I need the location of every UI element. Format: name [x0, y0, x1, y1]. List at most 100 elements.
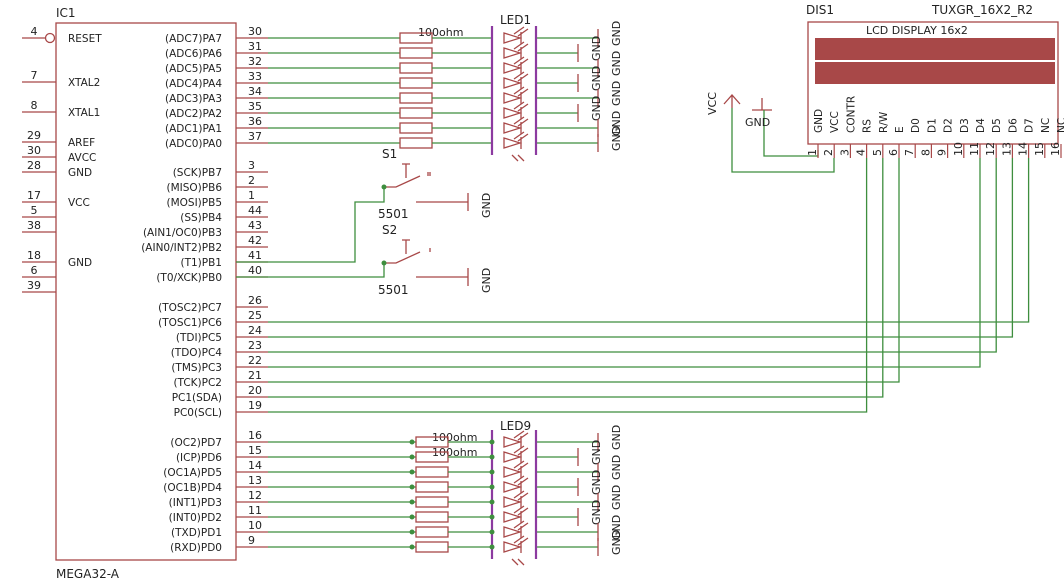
ic1-right-pin-name: (ADC4)PA4 [165, 78, 222, 90]
bottom-led-bank[interactable]: 100ohm 100ohm LED9 GNDGNDGNDGNDGNDGNDGND… [268, 419, 623, 566]
ic1-right-pin-number: 16 [248, 429, 262, 442]
lcd-row-2 [815, 62, 1055, 84]
ic1-left-pin-name: XTAL1 [68, 107, 100, 119]
lcd-part: TUXGR_16X2_R2 [931, 3, 1033, 17]
ic1-right-pin-number: 40 [248, 264, 262, 277]
lcd-pin-name: D4 [975, 118, 987, 133]
ic1-right-pin-number: 33 [248, 70, 262, 83]
lcd-pin-number: 1 [806, 149, 819, 156]
gnd-label: GND [610, 21, 623, 46]
ic1-right-pin-number: 32 [248, 55, 262, 68]
ic1[interactable]: IC1 MEGA32-A 4RESET7XTAL28XTAL129AREF30A… [22, 6, 268, 581]
ic1-left-pin-name: GND [68, 167, 92, 179]
ic1-left-pin-name: AVCC [68, 152, 96, 164]
led-rays [513, 520, 529, 531]
ic1-right-pin-number: 42 [248, 234, 262, 247]
ic1-right-pin-name: (ADC7)PA7 [165, 33, 222, 45]
gnd-label: GND [590, 36, 603, 61]
junction-dot [409, 469, 415, 475]
s2-ref: S2 [382, 223, 397, 237]
ic1-right-pin-name: (AIN0/INT2)PB2 [141, 242, 222, 254]
lcd-pin-name: CONTR [845, 96, 857, 133]
ic1-right-pin-number: 37 [248, 130, 262, 143]
lcd-pin-name: R/W [878, 111, 890, 133]
gnd-label: GND [610, 126, 623, 151]
led-diode [503, 496, 523, 508]
ic1-right-pin-name: (INT0)PD2 [169, 512, 222, 524]
ic1-left-pin: 6 [22, 264, 56, 278]
gnd-label: GND [610, 51, 623, 76]
ic1-right-pin-number: 21 [248, 369, 262, 382]
lcd-display[interactable]: DIS1 TUXGR_16X2_R2 LCD DISPLAY 16x2 GND1… [806, 3, 1064, 158]
resistor [415, 541, 449, 553]
reset-inversion-bubble [44, 32, 56, 44]
lcd-pin-name: D0 [910, 118, 922, 133]
ic1-right-pin-name: (INT1)PD3 [169, 497, 222, 509]
lcd-body [807, 21, 1059, 145]
lcd-pin: R/W 5 [871, 111, 890, 158]
lcd-pin-number: 7 [903, 149, 916, 156]
junction-dot [409, 544, 415, 550]
lcd-bus-wire [268, 158, 868, 413]
lcd-pin-number: 5 [871, 149, 884, 156]
ic1-right-pin-number: 13 [248, 474, 262, 487]
ic1-right-pin: (ADC4)PA4 33 [165, 70, 268, 90]
resistor [415, 526, 449, 538]
ic1-right-pin-name: (ADC5)PA5 [165, 63, 222, 75]
resistor [399, 92, 433, 104]
led-rays [513, 475, 529, 486]
ic1-right-pin-name: (MOSI)PB5 [167, 197, 223, 209]
ic1-right-pin: (TOSC2)PC7 26 [158, 294, 268, 314]
s1-part: 5501 [378, 207, 409, 221]
vcc-label: VCC [706, 92, 719, 115]
ic1-left-pin-number: 38 [27, 219, 41, 232]
switch-s2[interactable]: S2 5501 GND [236, 223, 493, 297]
ic1-right-pin-number: 26 [248, 294, 262, 307]
ic1-right-pin-number: 44 [248, 204, 262, 217]
ic1-right-pin-name: (TOSC2)PC7 [158, 302, 222, 314]
gnd-label: GND [610, 111, 623, 136]
lcd-pin-number: 9 [936, 149, 949, 156]
lcd-row-1 [815, 38, 1055, 60]
bottom-resistor-value-1: 100ohm [432, 431, 477, 444]
ic1-right-pin-name: (ADC0)PA0 [165, 138, 222, 150]
ic1-right-pin-name: (ICP)PD6 [176, 452, 222, 464]
led-emission-icon [511, 558, 525, 566]
lcd-pin-name: GND [813, 109, 825, 133]
ic1-right-pin-number: 25 [248, 309, 262, 322]
led-rays [513, 56, 529, 67]
vcc-symbol: VCC [706, 92, 835, 173]
led-rays [513, 26, 529, 37]
led-diode [503, 122, 523, 134]
gnd-label: GND [590, 66, 603, 91]
led-rays [513, 430, 529, 441]
ic1-right-pin-name: (ADC1)PA1 [165, 123, 222, 135]
ic1-right-pin-name: (TOSC1)PC6 [158, 317, 222, 329]
lcd-bus-wire [268, 158, 900, 383]
led1-ref: LED1 [500, 13, 531, 27]
ic1-right-pin-name: (T0/XCK)PB0 [156, 272, 222, 284]
ic1-right-pin-number: 19 [248, 399, 262, 412]
switch-s1[interactable]: S1 5501 GND [236, 147, 493, 263]
ic1-left-pin-number: 29 [27, 129, 41, 142]
ic1-right-pin-name: (TXD)PD1 [171, 527, 222, 539]
gnd-label: GND [590, 470, 603, 495]
lcd-pin-number: 11 [968, 142, 981, 156]
ic1-right-pin-number: 36 [248, 115, 262, 128]
led-diode [503, 47, 523, 59]
